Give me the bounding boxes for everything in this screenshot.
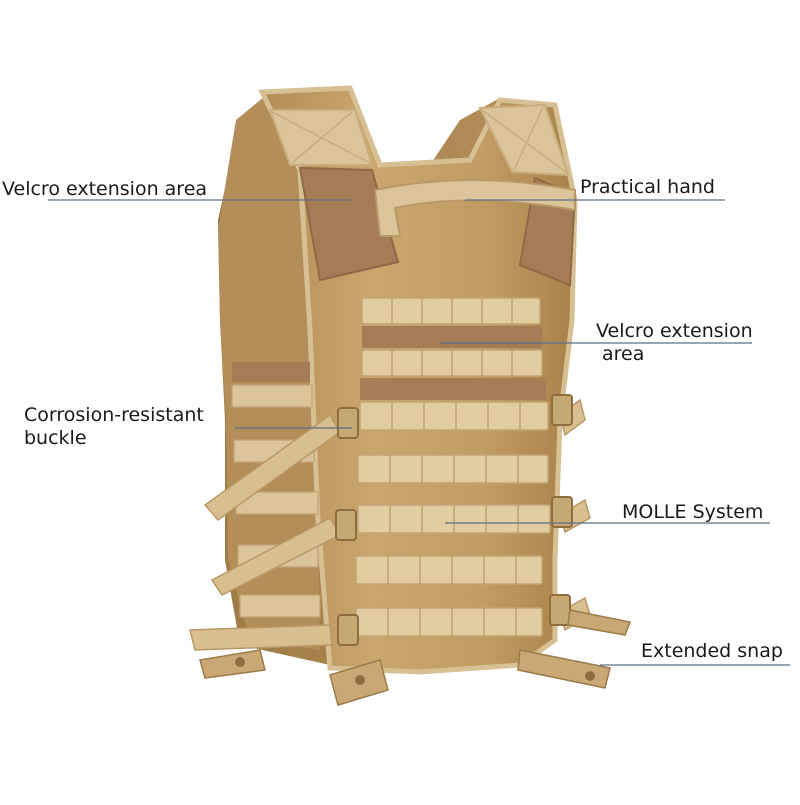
leader-lines xyxy=(48,199,790,666)
callout-velcro-extension-area-left: Velcro extension area xyxy=(2,178,208,200)
callout-practical-hand: Practical hand xyxy=(580,176,715,198)
molle-webbing xyxy=(355,297,551,637)
side-straps xyxy=(189,398,591,651)
buckle-icons xyxy=(335,394,573,646)
left-velcro-patch xyxy=(298,166,400,282)
carry-handle xyxy=(373,179,576,237)
callout-molle-system: MOLLE System xyxy=(622,501,764,523)
callout-extended-snap: Extended snap xyxy=(641,640,783,662)
callout-corrosion-resistant-buckle: Corrosion-resistant buckle xyxy=(24,404,204,449)
callout-velcro-extension-area-right: Velcro extension area xyxy=(596,320,753,365)
center-velcro-strip xyxy=(362,326,542,348)
